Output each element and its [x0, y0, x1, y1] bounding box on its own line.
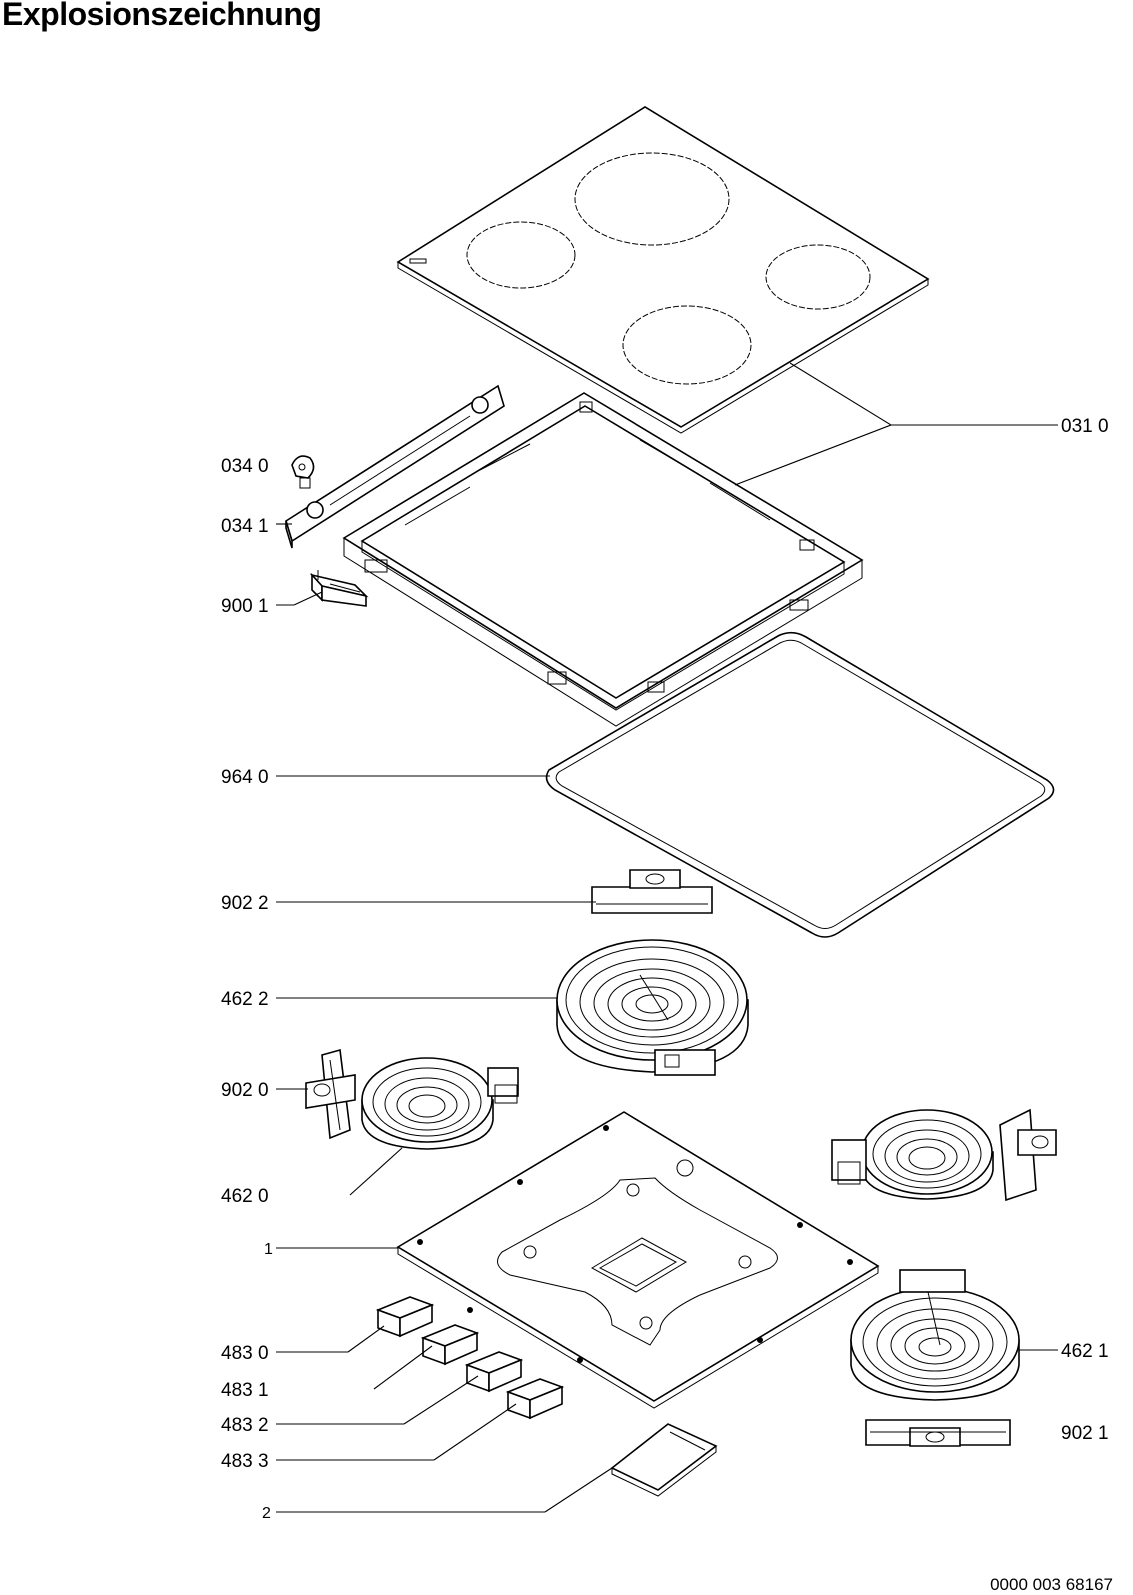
label-1: 1	[264, 1241, 273, 1258]
ceramic-glass-top	[396, 106, 930, 434]
gasket-seal	[545, 631, 1055, 938]
radiant-heater-large	[556, 939, 749, 1076]
label-462-0: 462 0	[221, 1186, 269, 1207]
label-902-2: 902 2	[221, 893, 269, 914]
label-902-0: 902 0	[221, 1080, 269, 1101]
label-483-1: 483 1	[221, 1380, 269, 1401]
switch-part	[309, 570, 369, 607]
support-frame	[342, 392, 864, 727]
label-2: 2	[262, 1505, 271, 1522]
mounting-clip	[291, 455, 315, 479]
radiant-heater-left	[361, 1057, 519, 1150]
label-462-1: 462 1	[1061, 1341, 1109, 1362]
label-034-1: 034 1	[221, 516, 269, 537]
heater-bracket-upper	[591, 869, 713, 914]
terminal-block-4	[505, 1378, 565, 1420]
page-title: Explosionszeichnung	[2, 0, 322, 32]
radiant-heater-right	[831, 1108, 1057, 1202]
terminal-block-2	[420, 1324, 480, 1366]
terminal-block-3	[464, 1351, 524, 1393]
label-462-2: 462 2	[221, 989, 269, 1010]
label-483-3: 483 3	[221, 1451, 269, 1472]
label-031-0: 031 0	[1061, 416, 1109, 437]
callout-labels: 031 0 034 0 034 1 900 1 964 0 902 2 462 …	[221, 416, 1109, 1522]
terminal-block-1	[375, 1296, 435, 1338]
leader-lines	[276, 362, 1058, 1513]
heater-bracket-lower	[865, 1419, 1011, 1447]
label-900-1: 900 1	[221, 596, 269, 617]
label-034-0: 034 0	[221, 456, 269, 477]
label-483-0: 483 0	[221, 1343, 269, 1364]
drawing-number: 0000 003 68167	[990, 1575, 1113, 1594]
heater-bracket-left	[305, 1048, 356, 1140]
control-rail	[285, 384, 505, 549]
cover-plate	[610, 1423, 718, 1497]
radiant-heater-bottom	[850, 1269, 1020, 1401]
label-483-2: 483 2	[221, 1415, 269, 1436]
label-902-1: 902 1	[1061, 1423, 1109, 1444]
label-964-0: 964 0	[221, 767, 269, 788]
base-tray	[396, 1111, 880, 1409]
